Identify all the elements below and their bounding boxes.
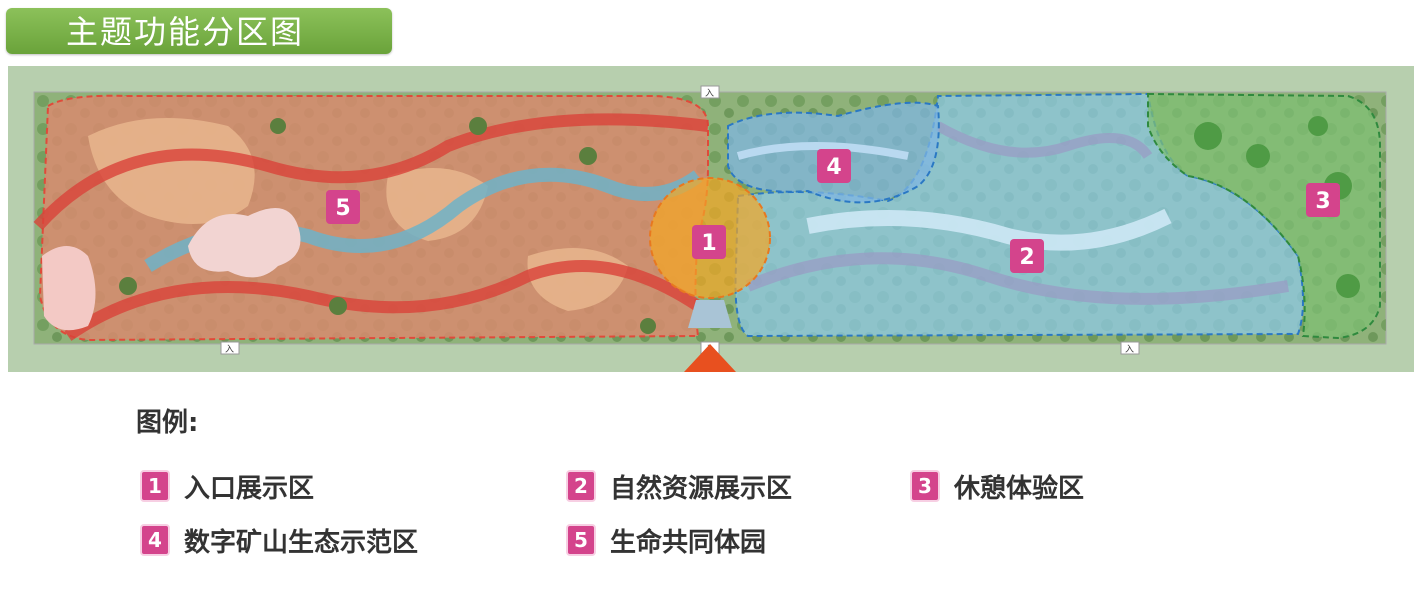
page-title: 主题功能分区图 — [66, 13, 305, 51]
zone-5-area — [33, 94, 709, 342]
sign-bottom-right: 入 — [1120, 341, 1140, 355]
svg-text:5: 5 — [335, 196, 350, 221]
legend-badge: 4 — [140, 524, 170, 556]
legend-label: 自然资源展示区 — [610, 473, 793, 504]
svg-text:入: 入 — [1125, 344, 1134, 355]
svg-text:入: 入 — [225, 344, 234, 355]
zone-2-area — [734, 92, 1304, 338]
legend-label: 休憩体验区 — [954, 473, 1085, 504]
legend-item-1: 1 入口展示区 — [140, 468, 314, 504]
legend-item-2: 2 自然资源展示区 — [566, 468, 792, 504]
legend-item-4: 4 数字矿山生态示范区 — [140, 522, 418, 558]
legend-label: 生命共同体园 — [610, 527, 767, 558]
legend-label: 数字矿山生态示范区 — [184, 527, 419, 558]
legend-item-3: 3 休憩体验区 — [910, 468, 1084, 504]
title-banner: 主题功能分区图 — [6, 8, 392, 54]
legend-badge: 1 — [140, 470, 170, 502]
entrance-arrow-icon — [684, 344, 736, 372]
svg-text:2: 2 — [1019, 245, 1034, 270]
svg-text:1: 1 — [701, 231, 716, 256]
legend-badge: 5 — [566, 524, 596, 556]
svg-text:入: 入 — [705, 88, 714, 99]
legend-label: 入口展示区 — [184, 473, 315, 504]
zone-badge-3: 3 — [1306, 183, 1340, 217]
legend-badge: 3 — [910, 470, 940, 502]
legend-badge: 2 — [566, 470, 596, 502]
legend-item-5: 5 生命共同体园 — [566, 522, 766, 558]
zone-badge-1: 1 — [692, 225, 726, 259]
zone-badge-2: 2 — [1010, 239, 1044, 273]
svg-text:3: 3 — [1315, 189, 1330, 214]
site-plan-map: 入 入 入 入 1 2 3 4 — [8, 66, 1414, 372]
legend-title: 图例: — [136, 408, 199, 438]
zone-badge-4: 4 — [817, 149, 851, 183]
sign-top: 入 — [700, 85, 720, 99]
sign-bottom-left: 入 — [220, 341, 240, 355]
svg-text:4: 4 — [826, 155, 841, 180]
zone-badge-5: 5 — [326, 190, 360, 224]
